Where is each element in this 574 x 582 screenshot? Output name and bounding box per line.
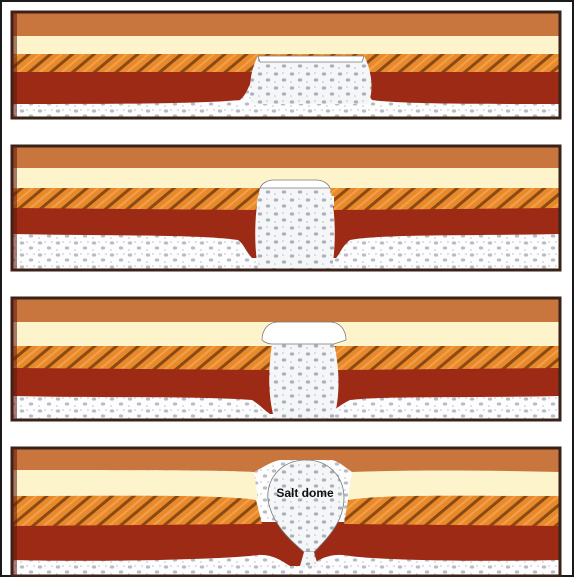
stage-4-hatched-left (12, 496, 262, 526)
stage-1-cream-layer (12, 34, 560, 54)
stage-1-top-layer (12, 12, 560, 36)
stage-2-salt-cap (260, 180, 330, 188)
stage-4-hatched-right (344, 496, 560, 526)
stage-2-top-layer (12, 146, 560, 168)
stage-3-top-layer (12, 298, 560, 322)
stage-1-salt-cap (258, 56, 364, 62)
stage-4-panel: Salt dome (12, 448, 560, 576)
stage-3-panel (12, 298, 560, 420)
stage-4-cream-left (12, 470, 258, 500)
stage-3-salt-cap (262, 322, 346, 344)
stage-2-panel (12, 146, 560, 270)
stage-4-cream-right (348, 470, 560, 500)
stage-3-salt-stock (269, 344, 338, 418)
salt-dome-label: Salt dome (276, 486, 334, 500)
stage-1-panel (12, 12, 560, 118)
stage-1-salt-pillow (250, 56, 371, 104)
stage-2-salt-diapir (255, 188, 335, 268)
